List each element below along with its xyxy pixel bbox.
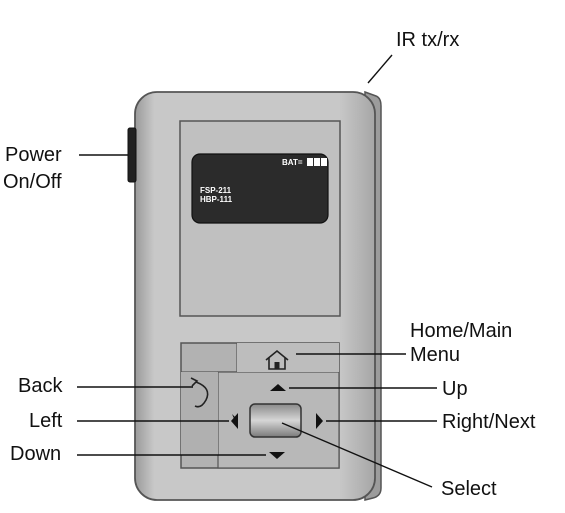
back-label: Back [18,375,63,397]
home-label-line2: Menu [410,344,461,366]
display [191,153,329,224]
screen-line-1: FSP-211 [200,186,232,195]
up-label: Up [442,378,468,400]
left-label: Left [29,410,63,432]
up-arrow-icon[interactable] [270,384,286,391]
battery-icon [307,158,327,166]
select-label: Select [441,478,497,500]
right-arrow-icon[interactable] [316,413,323,429]
battery-label: BAT= [282,158,303,167]
back-button[interactable] [181,372,218,455]
ir-label: IR tx/rx [396,29,460,51]
down-arrow-icon[interactable] [269,452,285,459]
select-leader [281,422,433,488]
left-arrow-icon[interactable] [231,413,238,429]
home-icon [265,349,289,370]
power-label-line2: On/Off [3,171,62,193]
home-button[interactable] [237,343,339,372]
ir-leader [367,54,393,84]
power-button[interactable] [127,127,137,183]
select-button[interactable] [249,403,302,438]
back-arrow-icon [190,377,209,408]
callout-lines [77,54,437,488]
down-label: Down [10,443,62,465]
power-label-line1: Power [5,144,62,166]
right-label: Right/Next [442,411,536,433]
home-label-line1: Home/Main [410,320,513,342]
screen-line-2: HBP-111 [200,195,233,204]
